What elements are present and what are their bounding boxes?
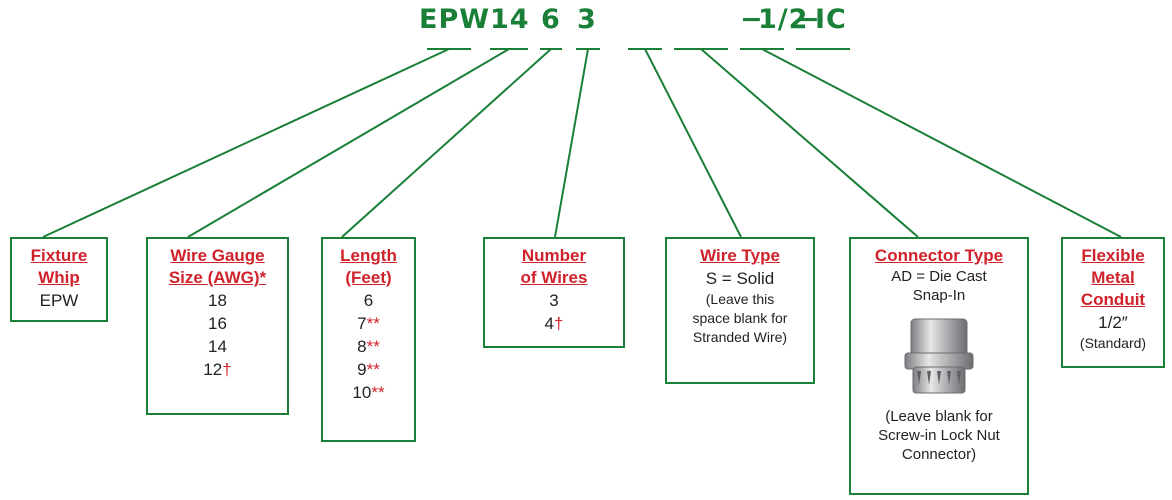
wiretype-note-1: (Leave this <box>705 291 775 307</box>
line-wiretype <box>644 48 742 238</box>
wiretype-note-2: space blank for <box>692 310 788 326</box>
code-ic: IC <box>815 4 847 35</box>
length-value-7: 7** <box>357 314 380 333</box>
line-fixture <box>42 48 450 238</box>
line-length <box>341 48 552 238</box>
box-connector-type: Connector Type AD = Die Cast Snap-In <box>849 237 1029 495</box>
conduit-title-1: Flexible <box>1081 246 1145 265</box>
wiretype-note-3: Stranded Wire) <box>692 329 788 345</box>
wires-title-1: Number <box>521 246 587 265</box>
gauge-title-2: Size (AWG)* <box>168 268 267 287</box>
connector-image <box>904 318 974 394</box>
connector-title: Connector Type <box>874 246 1004 265</box>
length-title-2: (Feet) <box>345 268 392 287</box>
conduit-title-3: Conduit <box>1080 290 1146 309</box>
code-epw: EPW <box>419 4 491 35</box>
wires-value-3: 3 <box>549 291 559 310</box>
fixture-title-2: Whip <box>38 268 80 287</box>
wiretype-title: Wire Type <box>700 246 780 265</box>
line-conduit <box>761 48 1122 238</box>
connector-value-1: AD = Die Cast <box>891 268 987 285</box>
conduit-value: 1/2″ <box>1098 313 1128 332</box>
length-title-1: Length <box>340 246 397 265</box>
fixture-title-1: Fixture <box>30 246 88 265</box>
box-length: Length (Feet) 6 7** 8** 9** 10** <box>321 237 416 442</box>
box-flexible-metal-conduit: Flexible Metal Conduit 1/2″ (Standard) <box>1061 237 1165 368</box>
conduit-note: (Standard) <box>1079 335 1147 351</box>
length-value-6: 6 <box>363 291 374 310</box>
wires-value-4: 4† <box>544 314 564 333</box>
connector-note-2: Screw-in Lock Nut <box>878 427 1000 444</box>
gauge-value-12: 12† <box>203 360 232 379</box>
box-number-of-wires: Number of Wires 3 4† <box>483 237 625 348</box>
length-value-10: 10** <box>352 383 385 402</box>
connector-value-2: Snap-In <box>912 287 966 304</box>
box-wire-gauge: Wire Gauge Size (AWG)* 18 16 14 12† <box>146 237 289 415</box>
code-dash-1: − <box>740 4 764 35</box>
code-gauge: 14 <box>490 4 530 35</box>
code-half: 1/2 <box>758 4 809 35</box>
line-gauge <box>187 48 510 238</box>
wiretype-value: S = Solid <box>705 269 775 288</box>
length-value-9: 9** <box>357 360 380 379</box>
box-fixture-whip: Fixture Whip EPW <box>10 237 108 322</box>
code-wires: 3 <box>577 4 597 35</box>
gauge-value-14: 14 <box>208 337 227 356</box>
code-dash-2: − <box>797 4 821 35</box>
connector-note-3: Connector) <box>901 446 977 463</box>
box-wire-type: Wire Type S = Solid (Leave this space bl… <box>665 237 815 384</box>
fixture-value: EPW <box>39 291 79 310</box>
conduit-title-2: Metal <box>1091 268 1135 287</box>
gauge-value-16: 16 <box>208 314 227 333</box>
gauge-title-1: Wire Gauge <box>170 246 265 265</box>
line-wires <box>554 48 589 238</box>
code-length: 6 <box>541 4 561 35</box>
length-value-8: 8** <box>357 337 380 356</box>
line-connector <box>700 48 919 238</box>
wires-title-2: of Wires <box>520 268 588 287</box>
connector-note-1: (Leave blank for <box>885 408 993 425</box>
gauge-value-18: 18 <box>208 291 227 310</box>
